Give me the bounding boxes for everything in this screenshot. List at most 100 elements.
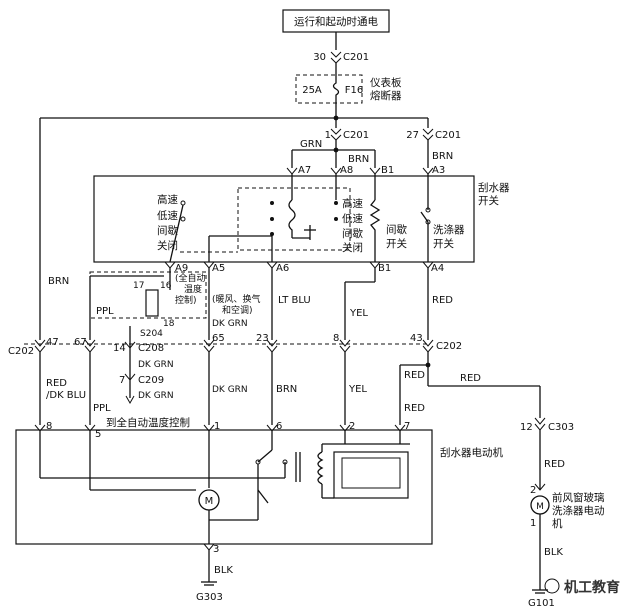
- svg-text:C201: C201: [435, 130, 461, 141]
- svg-text:A9: A9: [175, 263, 188, 274]
- svg-text:LT BLU: LT BLU: [278, 295, 311, 306]
- svg-text:1: 1: [530, 518, 536, 529]
- connector-c201-1: 1 C201: [325, 128, 369, 141]
- connector-c201-27: 27 C201: [406, 128, 461, 141]
- svg-text:YEL: YEL: [348, 384, 367, 395]
- svg-text:C208: C208: [138, 343, 164, 354]
- svg-text:PPL: PPL: [93, 403, 111, 414]
- connector-c209: 7 C209: [119, 373, 164, 386]
- svg-text:间歇: 间歇: [342, 227, 363, 240]
- svg-text:温度: 温度: [184, 283, 202, 295]
- svg-text:A7: A7: [298, 165, 311, 176]
- auto-temp-connector: (全自动 温度 控制) (暖风、换气 和空调): [89, 271, 261, 319]
- svg-text:C201: C201: [343, 52, 369, 63]
- watermark: 机工教育: [544, 578, 620, 596]
- svg-text:12: 12: [520, 422, 533, 433]
- svg-text:DK GRN: DK GRN: [212, 319, 248, 329]
- svg-text:23: 23: [256, 333, 269, 344]
- svg-text:65: 65: [212, 333, 225, 344]
- svg-text:RED: RED: [432, 295, 453, 306]
- svg-text:RED: RED: [404, 403, 425, 414]
- svg-text:熔断器: 熔断器: [370, 89, 402, 102]
- svg-text:C202: C202: [436, 341, 462, 352]
- svg-text:和空调): 和空调): [222, 304, 253, 316]
- svg-text:B1: B1: [381, 165, 394, 176]
- svg-text:间歇: 间歇: [157, 224, 178, 237]
- svg-text:关闭: 关闭: [342, 241, 363, 254]
- power-source-label: 运行和起动时通电: [294, 15, 378, 28]
- connector-c208: 14 C208: [113, 341, 164, 354]
- svg-text:25A: 25A: [302, 85, 322, 96]
- svg-text:DK GRN: DK GRN: [212, 385, 248, 395]
- svg-text:到全自动温度控制: 到全自动温度控制: [106, 416, 190, 429]
- svg-text:G303: G303: [196, 592, 223, 603]
- svg-text:F16: F16: [345, 85, 363, 96]
- svg-text:1: 1: [325, 130, 331, 141]
- svg-text:BLK: BLK: [544, 547, 563, 558]
- svg-text:14: 14: [113, 343, 126, 354]
- svg-text:M: M: [205, 496, 214, 507]
- svg-text:7: 7: [404, 421, 410, 432]
- svg-text:C202: C202: [8, 346, 34, 357]
- svg-text:6: 6: [276, 421, 282, 432]
- svg-text:3: 3: [213, 544, 219, 555]
- svg-text:RED: RED: [46, 378, 67, 389]
- svg-text:机工教育: 机工教育: [564, 579, 620, 596]
- wiper-motor: 刮水器电动机 到全自动温度控制 8 5 1 6 2 7: [15, 416, 503, 545]
- splice-s204: 17 16 18 S204: [133, 281, 175, 339]
- svg-text:8: 8: [46, 421, 52, 432]
- svg-text:C201: C201: [343, 130, 369, 141]
- power-source: 运行和起动时通电: [282, 9, 390, 33]
- svg-text:YEL: YEL: [349, 308, 368, 319]
- svg-text:2: 2: [349, 421, 355, 432]
- svg-text:A6: A6: [276, 263, 289, 274]
- svg-text:G101: G101: [528, 598, 555, 609]
- svg-text:洗涤器电动: 洗涤器电动: [552, 504, 605, 517]
- ground-g303: 3 BLK G303: [196, 543, 233, 603]
- svg-text:A3: A3: [432, 165, 445, 176]
- svg-text:RED: RED: [404, 370, 425, 381]
- svg-text:GRN: GRN: [300, 139, 322, 150]
- svg-text:(全自动: (全自动: [175, 272, 206, 284]
- connector-c202-row: C202 47 67 65 23 8 43 C202: [8, 333, 462, 357]
- svg-text:18: 18: [163, 319, 175, 329]
- svg-text:C303: C303: [548, 422, 574, 433]
- svg-text:刮水器电动机: 刮水器电动机: [440, 446, 503, 459]
- svg-text:B1: B1: [378, 263, 391, 274]
- svg-text:高速: 高速: [157, 193, 178, 206]
- svg-text:仪表板: 仪表板: [370, 76, 402, 89]
- svg-text:30: 30: [313, 52, 326, 63]
- svg-text:27: 27: [406, 130, 419, 141]
- svg-text:洗涤器: 洗涤器: [433, 223, 465, 236]
- svg-text:8: 8: [333, 333, 339, 344]
- svg-text:5: 5: [95, 429, 101, 440]
- svg-text:BRN: BRN: [432, 151, 453, 162]
- svg-text:A5: A5: [212, 263, 225, 274]
- svg-text:BRN: BRN: [348, 154, 369, 165]
- svg-text:BLK: BLK: [214, 565, 233, 576]
- wiper-switch: 刮水器 开关 A7 A8 B1 A3 高速 低速 间歇 关闭: [93, 165, 510, 263]
- connector-c201-30: 30 C201: [313, 51, 369, 64]
- svg-text:PPL: PPL: [96, 306, 114, 317]
- svg-text:开关: 开关: [433, 237, 454, 250]
- svg-text:S204: S204: [140, 329, 163, 339]
- svg-text:前风窗玻璃: 前风窗玻璃: [552, 491, 605, 504]
- fuse-f16: 25A F16 仪表板 熔断器: [295, 74, 402, 104]
- svg-text:7: 7: [119, 375, 125, 386]
- svg-text:低速: 低速: [157, 209, 178, 222]
- svg-text:17: 17: [133, 281, 144, 291]
- connector-c303: 12 C303: [520, 417, 574, 433]
- svg-text:低速: 低速: [342, 212, 363, 225]
- svg-text:DK GRN: DK GRN: [138, 360, 174, 370]
- svg-text:RED: RED: [544, 459, 565, 470]
- svg-text:M: M: [536, 502, 544, 512]
- switch-top-pins: A7 A8 B1 A3: [286, 165, 445, 176]
- svg-text:BRN: BRN: [48, 276, 69, 287]
- svg-text:/DK BLU: /DK BLU: [46, 390, 86, 401]
- svg-text:刮水器: 刮水器: [478, 181, 510, 194]
- svg-text:DK GRN: DK GRN: [138, 391, 174, 401]
- svg-text:开关: 开关: [386, 237, 407, 250]
- svg-text:BRN: BRN: [276, 384, 297, 395]
- svg-text:2: 2: [530, 485, 536, 496]
